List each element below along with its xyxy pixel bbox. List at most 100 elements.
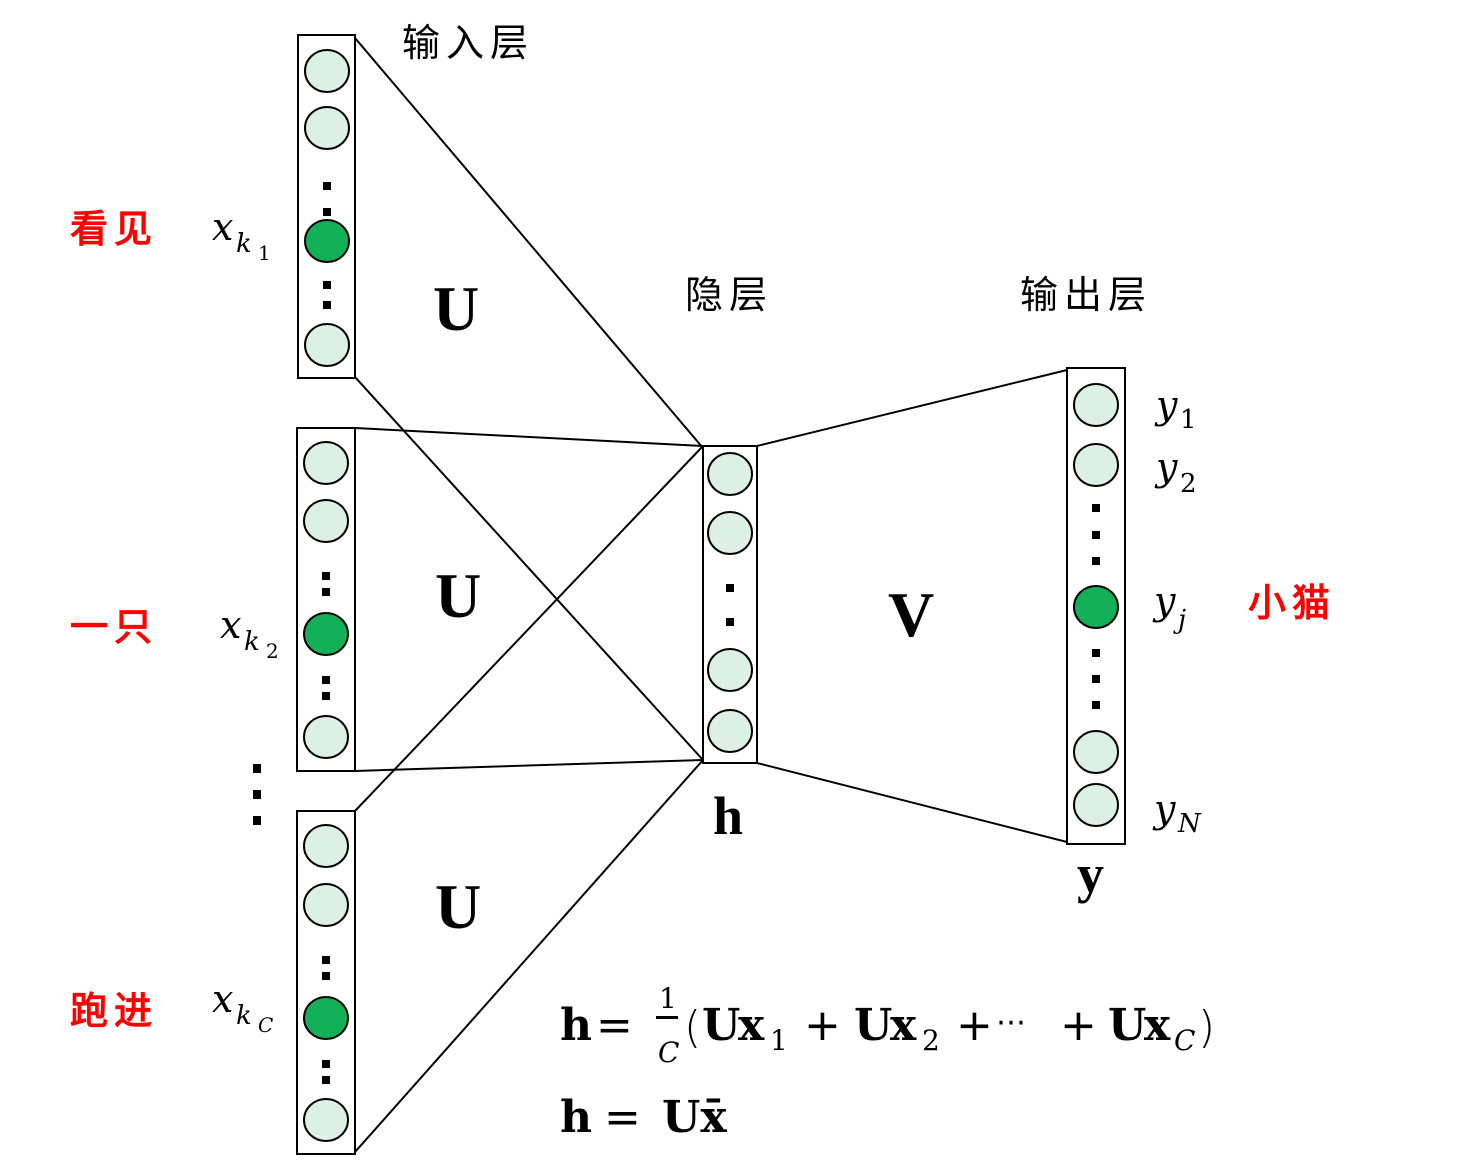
neuron [1073, 383, 1119, 427]
weight-matrix-u-2: U [435, 560, 481, 631]
context-word-3: 跑进 [70, 989, 158, 1033]
svg-text:N: N [1177, 809, 1202, 839]
svg-text:x: x [220, 603, 241, 647]
output-label-yj: y j [1152, 579, 1186, 635]
svg-text:y: y [1154, 445, 1178, 489]
equation-mean-vector: h = Ux̄ [560, 1092, 727, 1143]
ellipsis-dot [726, 618, 734, 626]
input-group-3 [296, 810, 356, 1155]
active-neuron [303, 612, 349, 656]
svg-text:U: U [702, 1000, 740, 1051]
neuron [707, 648, 753, 692]
active-neuron [1073, 585, 1119, 629]
svg-text:2: 2 [266, 639, 279, 663]
neuron [304, 106, 350, 150]
svg-text:h: h [560, 1092, 592, 1143]
svg-text:2: 2 [1180, 469, 1197, 499]
ellipsis-dot [1092, 701, 1100, 709]
ellipsis-dot [323, 182, 331, 190]
ellipsis-dot [322, 956, 330, 964]
ellipsis-dot [726, 584, 734, 592]
active-neuron [304, 219, 350, 263]
svg-text:x: x [890, 1000, 917, 1051]
ellipsis-dot [1092, 675, 1100, 683]
svg-text:+: + [1060, 1000, 1097, 1051]
ellipsis-dot [322, 972, 330, 980]
weight-matrix-u-1: U [433, 273, 479, 344]
ellipsis-dot [322, 692, 330, 700]
neuron [707, 511, 753, 555]
weight-matrix-u-3: U [435, 871, 481, 942]
neuron [304, 49, 350, 93]
svg-text:C: C [658, 1036, 679, 1069]
target-word: 小猫 [1248, 581, 1336, 625]
svg-text:k: k [244, 627, 260, 657]
connector-lines [354, 37, 1068, 1153]
svg-text:(: ( [684, 1002, 701, 1053]
ellipsis-dot [322, 1076, 330, 1084]
neuron [303, 499, 349, 543]
svg-text:+: + [956, 1000, 993, 1051]
svg-text:1: 1 [258, 241, 271, 265]
svg-text:U: U [1108, 1000, 1146, 1051]
svg-text:y: y [1154, 383, 1178, 427]
input-var-3: x k C [212, 977, 273, 1037]
ellipsis-dot [1092, 557, 1100, 565]
connector-line [354, 37, 704, 449]
output-layer-label: 输出层 [1020, 273, 1152, 317]
svg-text:x: x [1144, 1000, 1171, 1051]
ellipsis-dot [1092, 649, 1100, 657]
ellipsis-dot [323, 301, 331, 309]
connector-line [756, 369, 1068, 447]
svg-text:2: 2 [922, 1024, 940, 1057]
layer-columns [296, 34, 1126, 1155]
output-label-y1: y 1 [1154, 383, 1197, 435]
svg-text:y: y [1152, 579, 1176, 623]
neuron [303, 441, 349, 485]
svg-text:x: x [738, 1000, 765, 1051]
ellipsis-dot [322, 676, 330, 684]
hidden-layer [702, 445, 758, 764]
context-word-2: 一只 [70, 605, 158, 649]
input-group-2-box [296, 427, 356, 772]
input-group-3-box [296, 810, 356, 1155]
input-group-1 [297, 34, 356, 379]
ellipsis-dot [1092, 531, 1100, 539]
neuron [1073, 783, 1119, 827]
hidden-vector-label: h [713, 786, 743, 846]
svg-text:=: = [604, 1092, 641, 1143]
output-layer [1066, 367, 1126, 845]
svg-text:Ux̄: Ux̄ [662, 1092, 727, 1143]
weight-matrix-v: V [888, 579, 934, 650]
neuron [707, 452, 753, 496]
hidden-layer-label: 隐层 [685, 273, 773, 317]
svg-text:C: C [1174, 1024, 1195, 1057]
input-group-2 [296, 427, 356, 772]
svg-text:C: C [258, 1013, 273, 1037]
svg-text:): ) [1198, 1002, 1215, 1053]
svg-text:x: x [212, 977, 233, 1021]
svg-text:k: k [236, 229, 252, 259]
input-var-2: x k 2 [220, 603, 279, 663]
svg-text:+: + [804, 1000, 841, 1051]
output-vector-label: y [1077, 844, 1104, 904]
ellipsis-dot [1092, 504, 1100, 512]
output-label-yN: y N [1152, 787, 1202, 839]
neuron [303, 1098, 349, 1142]
svg-text:1: 1 [659, 982, 677, 1015]
svg-text:k: k [236, 1001, 252, 1031]
svg-text:⋯: ⋯ [996, 1005, 1026, 1040]
neuron [707, 709, 753, 753]
connector-line [354, 759, 704, 772]
neuron [303, 715, 349, 759]
input-group-ellipsis [253, 764, 261, 825]
ellipsis-dot [322, 572, 330, 580]
svg-text:h: h [560, 1000, 592, 1051]
connector-line [354, 376, 704, 761]
neuron [1073, 730, 1119, 774]
ellipsis-dot [323, 208, 331, 216]
connector-line [756, 762, 1068, 843]
input-layer-label: 输入层 [402, 21, 534, 65]
svg-text:1: 1 [770, 1024, 788, 1057]
